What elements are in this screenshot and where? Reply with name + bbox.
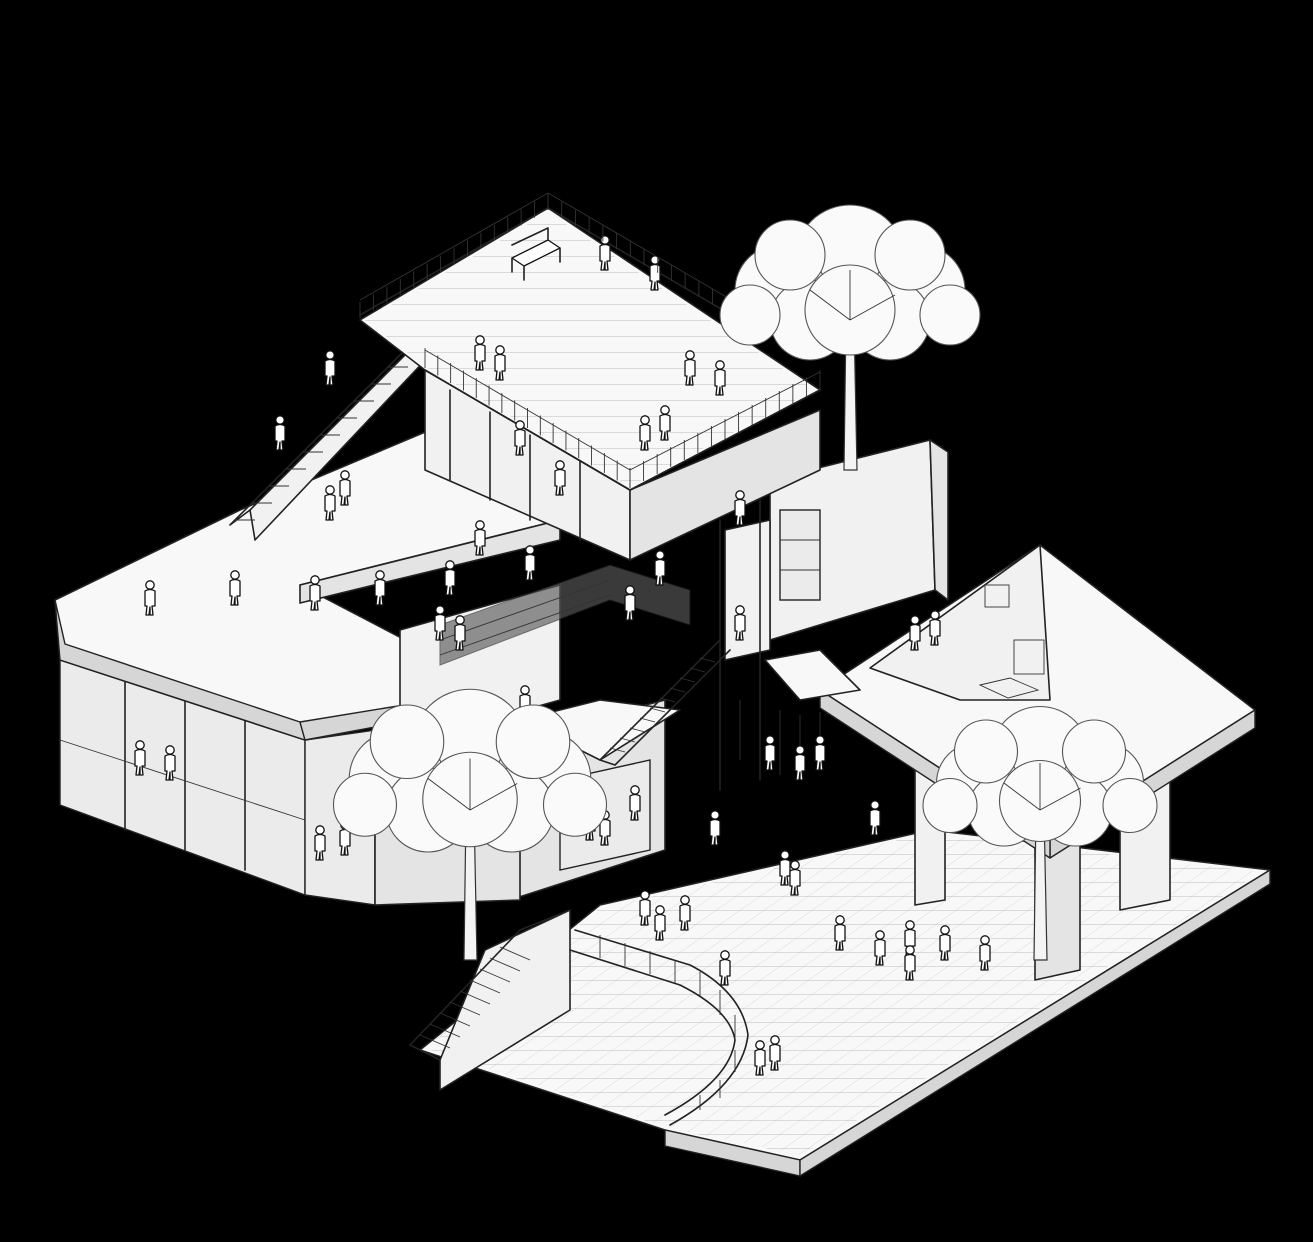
person-figure [229, 570, 241, 606]
person-figure [874, 930, 886, 966]
person-figure [869, 800, 881, 836]
person-figure [474, 520, 486, 556]
person-figure [624, 585, 636, 621]
person-figure [979, 935, 991, 971]
person-figure [709, 810, 721, 846]
person-figure [654, 905, 666, 941]
person-figure [444, 560, 456, 596]
railing-posts [359, 194, 821, 488]
person-figure [639, 415, 651, 451]
person-figure [909, 615, 921, 651]
person-figure [779, 850, 791, 886]
person-figure [434, 605, 446, 641]
tree-crown-lobe [1061, 719, 1127, 784]
person-figure [554, 460, 566, 496]
person-figure [374, 570, 386, 606]
person-figure [789, 860, 801, 896]
tree-crown-lobe [1102, 777, 1158, 834]
tree [332, 688, 608, 961]
person-figure [144, 580, 156, 616]
person-figure [719, 950, 731, 986]
person-figure [734, 490, 746, 526]
person-figure [274, 415, 286, 451]
person-figure [659, 405, 671, 441]
curved-ramp [569, 929, 749, 1126]
tree-crown-lobe [369, 704, 445, 780]
person-figure [904, 945, 916, 981]
person-figure [679, 895, 691, 931]
person-figure [734, 605, 746, 641]
bench [511, 227, 561, 281]
person-figure [339, 470, 351, 506]
person-figure [309, 575, 321, 611]
person-figure [754, 1040, 766, 1076]
tree [922, 705, 1158, 961]
tree-crown-lobe [754, 219, 826, 291]
person-figure [939, 925, 951, 961]
tree-crown-lobe [874, 219, 946, 291]
person-figure [794, 745, 806, 781]
tree-crown-lobe [919, 284, 981, 346]
tree-crown-lobe [542, 772, 608, 837]
person-figure [164, 745, 176, 781]
person-figure [639, 890, 651, 926]
person-figure [314, 825, 326, 861]
person-figure [134, 740, 146, 776]
person-figure [524, 545, 536, 581]
tree-branches [1003, 763, 1081, 811]
person-figure [474, 335, 486, 371]
tree [719, 204, 981, 471]
tree-crown-lobe [953, 719, 1019, 784]
front-stair [409, 909, 571, 1091]
upper-terrace [359, 192, 821, 561]
trees [332, 204, 1158, 961]
person-figure [324, 350, 336, 386]
tree-crown-lobe [332, 772, 398, 837]
person-figure [454, 615, 466, 651]
person-figure [629, 785, 641, 821]
tree-crown-lobe [719, 284, 781, 346]
bridge [719, 499, 861, 791]
person-figure [769, 1035, 781, 1071]
tree-crown-lobe [922, 777, 978, 834]
person-figure [494, 345, 506, 381]
tree-branches [427, 758, 518, 811]
tree-branches [809, 270, 896, 321]
person-figure [514, 420, 526, 456]
person-figure [764, 735, 776, 771]
person-figure [814, 735, 826, 771]
person-figure [324, 485, 336, 521]
person-figure [714, 360, 726, 396]
person-figure [929, 610, 941, 646]
person-figure [684, 350, 696, 386]
person-figure [834, 915, 846, 951]
tree-crown-lobe [495, 704, 571, 780]
person-figure [654, 550, 666, 586]
